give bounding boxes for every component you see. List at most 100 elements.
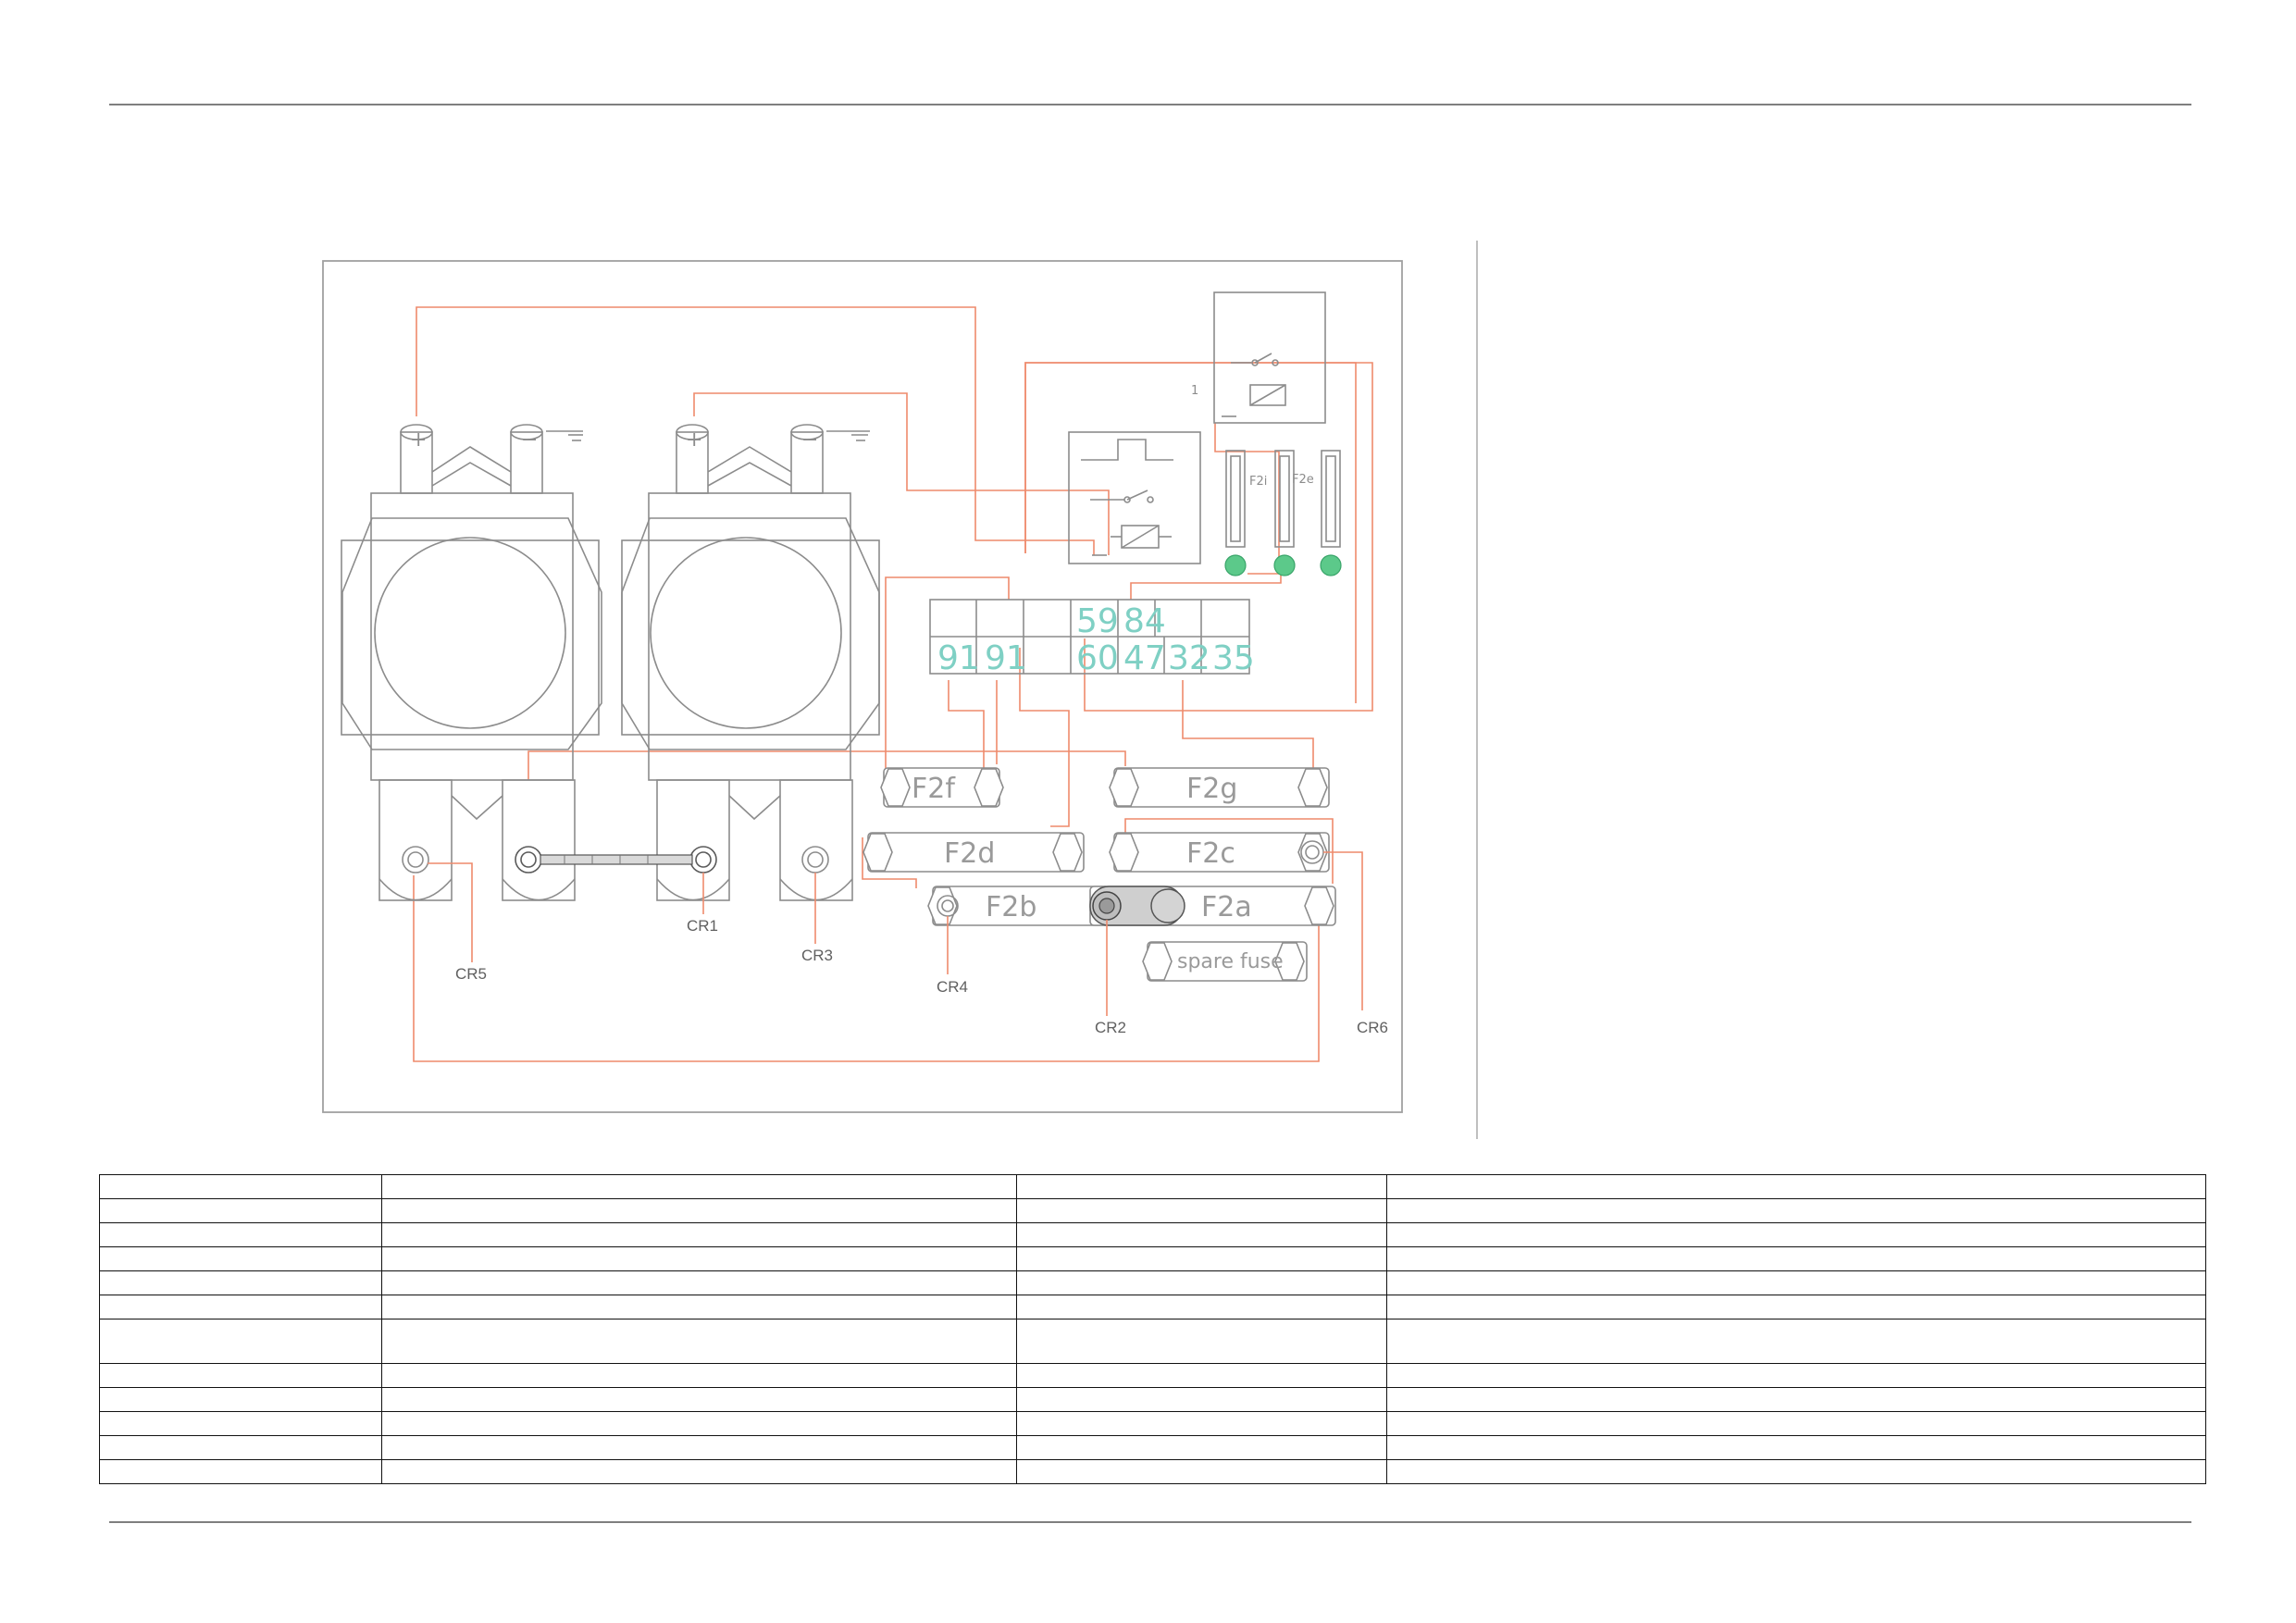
table-cell <box>1386 1435 2206 1460</box>
fuse-f2g: F2g <box>1109 767 1330 808</box>
battery-right-positive: + <box>686 428 702 452</box>
fuse-label-f2a: F2a <box>1201 891 1252 923</box>
terminal-47: 47 <box>1123 639 1166 677</box>
small-fuse-3 <box>1320 450 1342 576</box>
table-cell <box>99 1363 382 1388</box>
table-cell <box>99 1222 382 1247</box>
table-cell <box>1016 1295 1387 1319</box>
table-cell <box>1016 1246 1387 1271</box>
table-row <box>99 1270 2206 1295</box>
table-cell <box>1016 1459 1387 1484</box>
table-cell <box>1016 1198 1387 1223</box>
table-cell <box>1386 1174 2206 1199</box>
table-cell <box>1386 1459 2206 1484</box>
battery-bridge-cable <box>540 854 693 865</box>
battery-left-negative: − <box>521 428 538 452</box>
table-cell <box>99 1319 382 1364</box>
fuse-f2c: F2c <box>1109 832 1330 873</box>
small-fuse-label-f2i: F2i <box>1249 475 1267 489</box>
table-cell <box>381 1411 1017 1436</box>
table-cell <box>1016 1411 1387 1436</box>
table-cell <box>381 1435 1017 1460</box>
terminal-60: 60 <box>1076 639 1119 677</box>
table-cell <box>1016 1270 1387 1295</box>
table-cell <box>381 1295 1017 1319</box>
fuse-label-f2g: F2g <box>1186 773 1237 805</box>
table-cell <box>1386 1387 2206 1412</box>
terminal-59: 59 <box>1076 602 1119 640</box>
terminal-84: 84 <box>1123 602 1166 640</box>
table-cell <box>1016 1174 1387 1199</box>
fuse-f2d: F2d <box>863 832 1085 873</box>
wiring <box>413 306 1373 1062</box>
table-cell <box>99 1246 382 1271</box>
table-cell <box>381 1270 1017 1295</box>
terminal-91-b: 91 <box>985 639 1027 677</box>
table-cell <box>381 1222 1017 1247</box>
battery-left: + − <box>341 424 602 901</box>
battery-right: + − <box>621 424 880 901</box>
table-row <box>99 1174 2206 1199</box>
table-cell <box>99 1411 382 1436</box>
table-cell <box>381 1319 1017 1364</box>
connector-label-cr2: CR2 <box>1095 1019 1126 1036</box>
table-cell <box>1016 1387 1387 1412</box>
small-fuse-f2e: F2e <box>1273 450 1314 576</box>
table-cell <box>381 1246 1017 1271</box>
table-row <box>99 1198 2206 1223</box>
fuse-label-f2d: F2d <box>944 837 995 870</box>
battery-right-negative: − <box>801 428 818 452</box>
connector-label-cr5: CR5 <box>455 965 487 983</box>
table-cell <box>99 1459 382 1484</box>
terminal-block: 59 84 91 91 60 47 32 35 <box>929 599 1255 677</box>
table-row <box>99 1435 2206 1460</box>
connector-label-cr4: CR4 <box>937 978 968 996</box>
table-cell <box>99 1435 382 1460</box>
connector-label-cr1: CR1 <box>687 917 718 935</box>
table-cell <box>1016 1319 1387 1364</box>
table-cell <box>1016 1435 1387 1460</box>
table-cell <box>1016 1222 1387 1247</box>
fuse-f2a: F2a <box>1089 886 1336 926</box>
table-cell <box>99 1387 382 1412</box>
terminal-91-a: 91 <box>937 639 980 677</box>
panel-frame <box>322 260 1403 1113</box>
table-cell <box>1386 1411 2206 1436</box>
terminal-32: 32 <box>1168 639 1210 677</box>
relay-marker: 1 <box>1191 384 1198 398</box>
fuse-label-f2f: F2f <box>912 773 956 805</box>
indicator-led <box>1273 554 1296 576</box>
table-cell <box>1386 1295 2206 1319</box>
fuse-f2f: F2f <box>880 767 1004 808</box>
indicator-led <box>1320 554 1342 576</box>
parts-table <box>99 1174 2206 1484</box>
table-cell <box>381 1459 1017 1484</box>
fuse-spare: spare fuse <box>1142 941 1308 982</box>
battery-left-positive: + <box>410 428 427 452</box>
table-row <box>99 1387 2206 1412</box>
table-row <box>99 1411 2206 1436</box>
fuse-label-spare: spare fuse <box>1177 950 1284 973</box>
table-row <box>99 1222 2206 1247</box>
relay-box-top: 1 <box>1191 291 1326 424</box>
table-cell <box>1386 1270 2206 1295</box>
table-row <box>99 1363 2206 1388</box>
table-cell <box>1386 1319 2206 1364</box>
table-cell <box>1016 1363 1387 1388</box>
connector-label-cr6: CR6 <box>1357 1019 1388 1036</box>
fuse-label-f2b: F2b <box>986 891 1036 923</box>
table-row <box>99 1295 2206 1319</box>
indicator-led <box>1224 554 1247 576</box>
table-cell <box>1386 1246 2206 1271</box>
relay-box-main <box>1068 431 1201 564</box>
table-cell <box>381 1174 1017 1199</box>
table-row <box>99 1459 2206 1484</box>
table-cell <box>99 1270 382 1295</box>
table-row <box>99 1246 2206 1271</box>
fuse-f2b: F2b <box>927 886 1110 926</box>
table-cell <box>99 1174 382 1199</box>
table-cell <box>1386 1363 2206 1388</box>
table-cell <box>1386 1198 2206 1223</box>
table-cell <box>381 1363 1017 1388</box>
